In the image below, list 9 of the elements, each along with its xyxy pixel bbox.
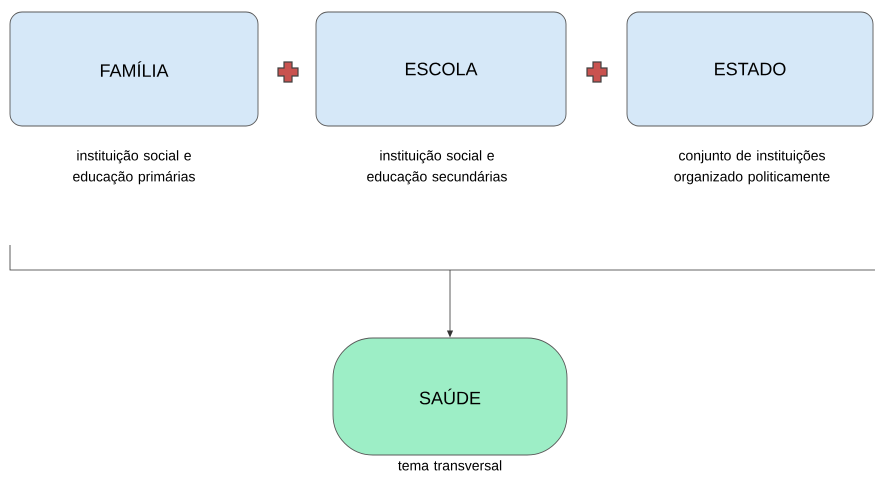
caption-text: instituição social e educação primárias	[73, 150, 195, 184]
caption-text: instituição social e educação secundárias	[367, 150, 507, 184]
process-box: SAÚDE	[332, 338, 568, 456]
process-box: ESCOLA	[316, 12, 566, 126]
caption-text: tema transversal	[398, 460, 502, 470]
process-box: FAMÍLIA	[10, 12, 258, 126]
process-box: ESTADO	[626, 12, 874, 126]
caption-text: conjunto de instituições organizado politicamente	[674, 150, 830, 184]
bracket	[10, 244, 875, 270]
